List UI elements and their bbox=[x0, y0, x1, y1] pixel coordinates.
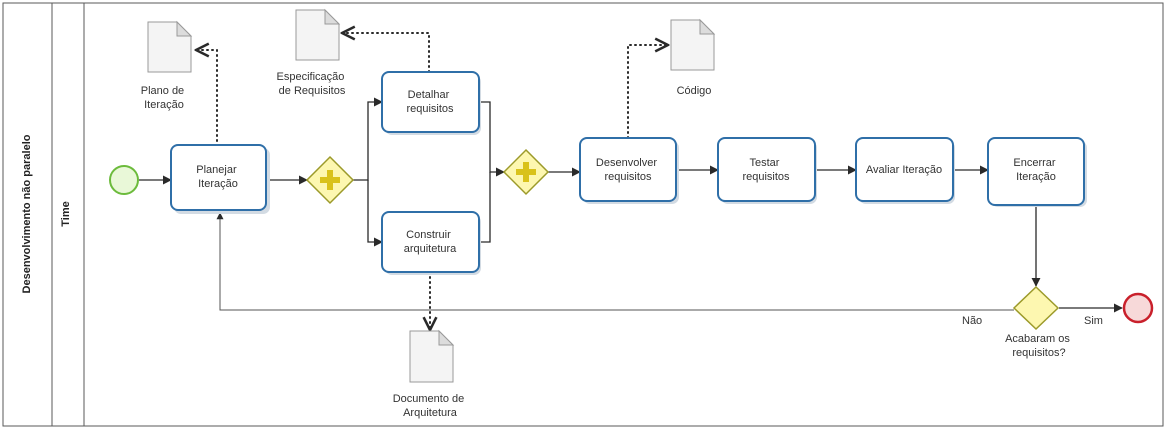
svg-text:Testar requisitos: Testar requisitos bbox=[742, 157, 790, 183]
task-label: Desenvolver bbox=[596, 157, 657, 169]
doc-especificacao-de-requisitos: Especificação de Requisitos bbox=[277, 8, 348, 97]
svg-text:Encerrar Iteração: Encerrar Iteração bbox=[1013, 157, 1058, 183]
task-encerrar-iteracao[interactable]: Encerrar Iteração bbox=[987, 137, 1087, 207]
svg-text:Planejar Iteração: Planejar Iteração bbox=[196, 164, 239, 190]
svg-text:Avaliar Iteração: Avaliar Iteração bbox=[866, 164, 942, 176]
svg-text:Desenvolver requisitos: Desenvolver requisitos bbox=[596, 157, 660, 183]
task-label: Construir bbox=[406, 229, 451, 241]
svg-text:Detalhar requisitos: Detalhar requisitos bbox=[406, 89, 454, 115]
flow-construir-to-join bbox=[479, 172, 491, 243]
task-label: requisitos bbox=[742, 171, 790, 183]
assoc-planejar-plano bbox=[196, 50, 218, 147]
assoc-desenvolver-codigo bbox=[627, 45, 668, 139]
task-avaliar-iteracao[interactable]: Avaliar Iteração bbox=[855, 137, 955, 204]
start-event bbox=[109, 165, 139, 195]
doc-documento-de-arquitetura: Documento de Arquitetura bbox=[393, 329, 468, 419]
svg-text:Construir arquitetura: Construir arquitetura bbox=[404, 229, 457, 255]
svg-text:Documento de Arquitetura: Documento de Arquitetura bbox=[393, 393, 468, 419]
task-label: requisitos bbox=[406, 103, 454, 115]
lane-label: Time bbox=[60, 201, 72, 226]
task-label: Iteração bbox=[1016, 171, 1056, 183]
loop-back-flow bbox=[216, 212, 1014, 311]
parallel-gateway-join[interactable] bbox=[502, 148, 550, 196]
flow-split-to-construir bbox=[367, 180, 383, 247]
exclusive-gateway[interactable] bbox=[1012, 285, 1060, 331]
task-detalhar-requisitos[interactable]: Detalhar requisitos bbox=[381, 71, 481, 135]
parallel-gateway-split[interactable] bbox=[305, 155, 355, 205]
task-label: Encerrar bbox=[1013, 157, 1056, 169]
task-testar-requisitos[interactable]: Testar requisitos bbox=[717, 137, 817, 204]
task-label: Iteração bbox=[198, 178, 238, 190]
task-construir-arquitetura[interactable]: Construir arquitetura bbox=[381, 211, 481, 275]
task-label: requisitos bbox=[604, 171, 652, 183]
pool-label: Desenvolvimento não paralelo bbox=[21, 134, 33, 293]
task-label: arquitetura bbox=[404, 243, 457, 255]
task-desenvolver-requisitos[interactable]: Desenvolver requisitos bbox=[579, 137, 679, 204]
task-planejar-iteracao[interactable]: Planejar Iteração bbox=[170, 144, 270, 214]
doc-codigo: Código bbox=[670, 18, 716, 97]
svg-text:Plano de Iteração: Plano de Iteração bbox=[141, 85, 188, 111]
svg-text:Código: Código bbox=[677, 85, 712, 97]
svg-text:Especificação de Requisi: Especificação de Requisitos bbox=[277, 71, 348, 97]
label-sim: Sim bbox=[1084, 315, 1103, 327]
gateway-question: Acabaram os requisitos? bbox=[1005, 333, 1073, 359]
task-label: Detalhar bbox=[408, 89, 450, 101]
task-label: Avaliar Iteração bbox=[866, 164, 942, 176]
end-event bbox=[1122, 292, 1154, 324]
doc-plano-de-iteracao: Plano de Iteração bbox=[141, 20, 193, 111]
flow-split-to-detalhar bbox=[353, 97, 383, 181]
task-label: Testar bbox=[749, 157, 779, 169]
flow-detalhar-to-join bbox=[479, 101, 505, 177]
task-label: Planejar bbox=[196, 164, 237, 176]
label-nao: Não bbox=[962, 315, 982, 327]
assoc-detalhar-especificacao bbox=[342, 33, 430, 73]
